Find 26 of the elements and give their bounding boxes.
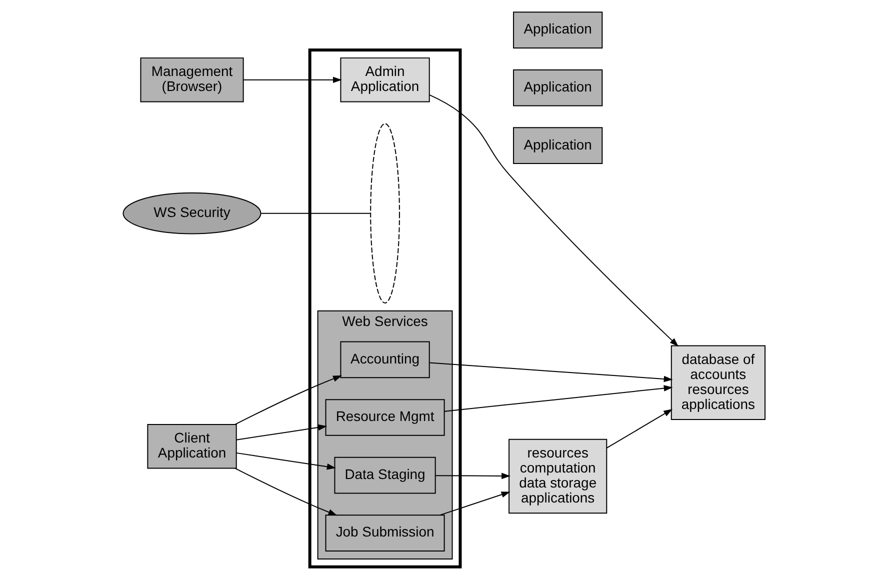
node-box: Application <box>513 12 603 48</box>
arrow <box>236 452 336 470</box>
node-box: database of accounts resources applications <box>670 345 766 420</box>
arrow <box>234 468 338 516</box>
node-box: Job Submission <box>325 514 445 552</box>
node-box: Admin Application <box>340 57 430 102</box>
node-box: Application <box>513 127 603 164</box>
node-box: Application <box>513 69 603 106</box>
node-ellipse <box>370 123 400 304</box>
arrow <box>236 424 328 440</box>
node-ellipse: WS Security <box>122 192 262 234</box>
arrow <box>429 362 673 382</box>
arrow <box>434 472 511 480</box>
node-box: Management (Browser) <box>140 57 244 102</box>
node-box: Resource Mgmt <box>325 399 445 436</box>
connector <box>260 212 371 214</box>
node-box: Accounting <box>340 341 430 378</box>
node-box: Client Application <box>147 424 237 469</box>
arrow <box>606 409 673 448</box>
arrow <box>234 375 342 425</box>
arrow <box>429 94 679 347</box>
cluster <box>308 48 462 568</box>
arrow <box>242 76 342 83</box>
node-box: Data Staging <box>334 456 436 494</box>
node-box: resources computation data storage applications <box>508 438 608 514</box>
arrow <box>444 385 673 412</box>
